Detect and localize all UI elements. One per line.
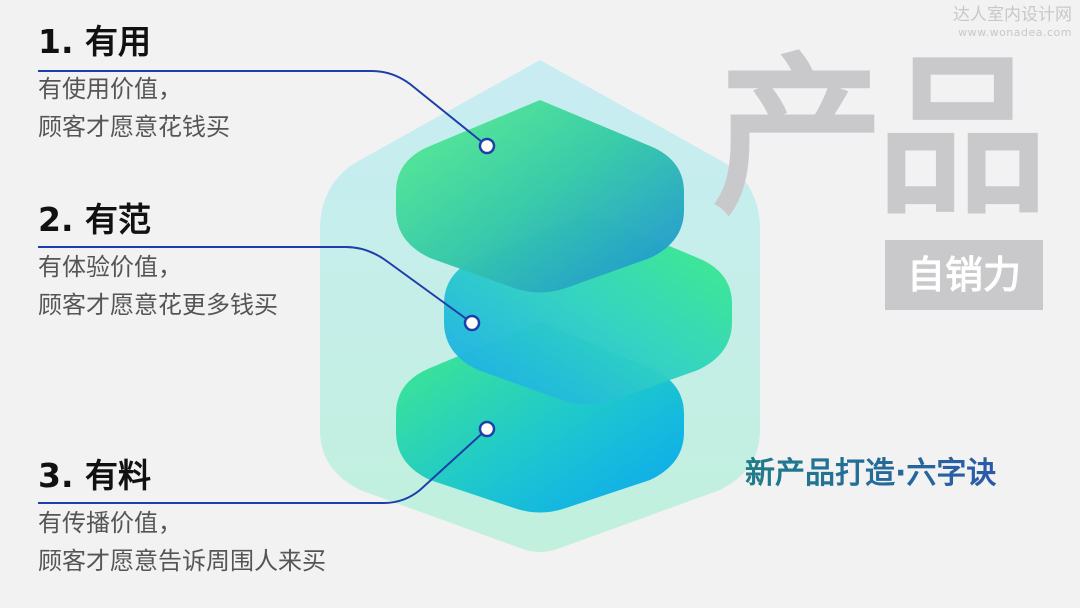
point-3-desc: 有传播价值， 顾客才愿意告诉周围人来买 — [38, 504, 326, 580]
point-1-line-1: 有使用价值， — [38, 75, 182, 103]
subtitle: 新产品打造·六字诀 — [745, 452, 996, 496]
point-1-desc: 有使用价值， 顾客才愿意花钱买 — [38, 70, 230, 146]
layer-top — [396, 100, 684, 293]
leader-line-1 — [38, 70, 488, 147]
point-2-desc: 有体验价值， 顾客才愿意花更多钱买 — [38, 248, 278, 324]
watermark: 达人室内设计网 www.wonadea.com — [953, 4, 1072, 40]
point-2: 2. 有范 有体验价值， 顾客才愿意花更多钱买 — [38, 200, 278, 324]
point-1-title: 1. 有用 — [38, 22, 151, 61]
watermark-url: www.wonadea.com — [958, 26, 1072, 39]
anchor-dot-3 — [478, 420, 496, 438]
anchor-dot-2 — [463, 314, 481, 332]
point-3-line-1: 有传播价值， — [38, 509, 182, 537]
watermark-name: 达人室内设计网 — [953, 5, 1072, 25]
point-3: 3. 有料 有传播价值， 顾客才愿意告诉周围人来买 — [38, 456, 326, 580]
anchor-dot-1 — [478, 137, 496, 155]
leader-line-3 — [38, 428, 488, 504]
point-1: 1. 有用 有使用价值， 顾客才愿意花钱买 — [38, 22, 230, 146]
point-2-line-1: 有体验价值， — [38, 253, 182, 281]
product-tag: 自销力 — [885, 240, 1043, 310]
point-2-title: 2. 有范 — [38, 200, 151, 239]
leader-line-2 — [38, 246, 473, 324]
point-3-line-2: 顾客才愿意告诉周围人来买 — [38, 547, 326, 575]
product-big-label: 产品 — [712, 37, 1048, 238]
point-2-line-2: 顾客才愿意花更多钱买 — [38, 291, 278, 319]
point-1-line-2: 顾客才愿意花钱买 — [38, 113, 230, 141]
point-3-title: 3. 有料 — [38, 456, 151, 495]
